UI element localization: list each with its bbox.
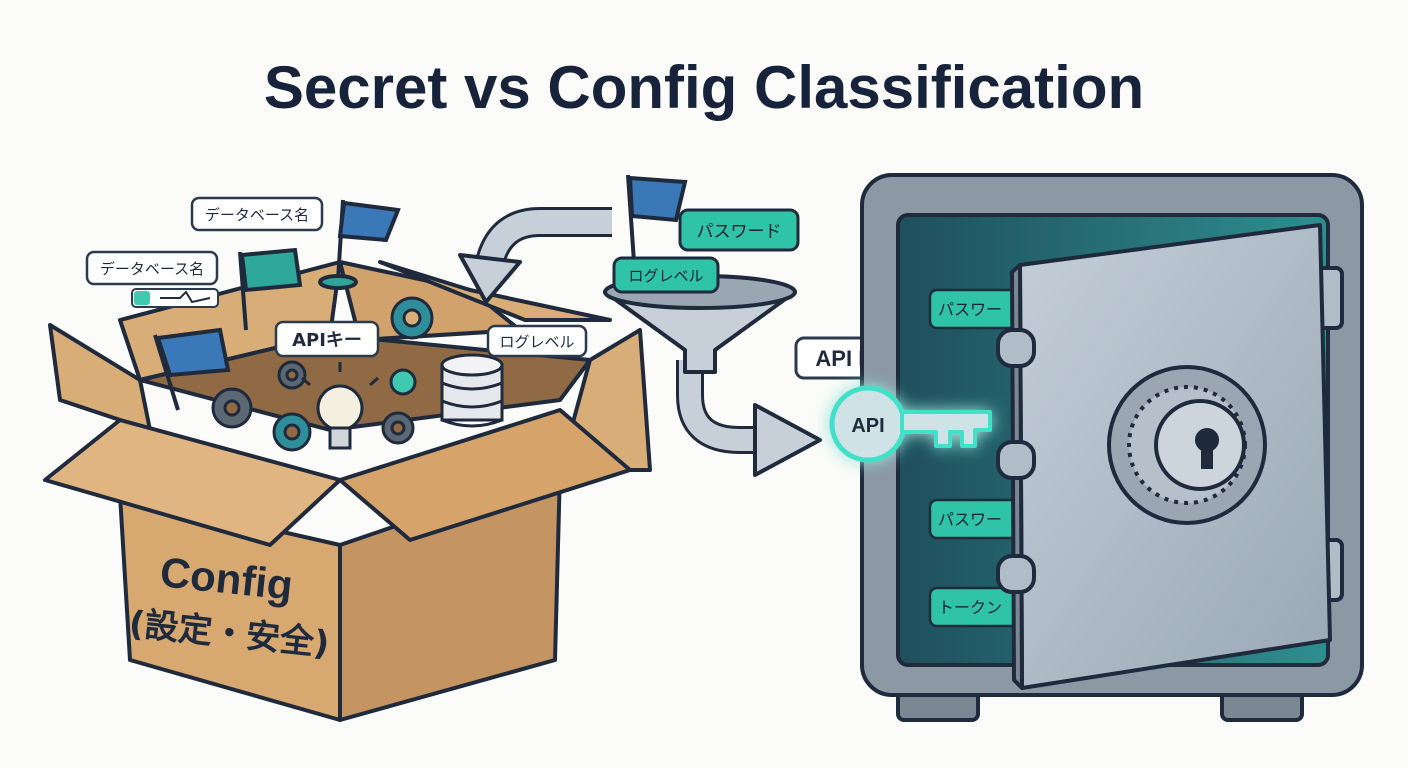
tag-database-name-left: データベース名 bbox=[85, 250, 219, 286]
tag-log-level: ログレベル bbox=[486, 324, 588, 358]
api-key-label: API bbox=[851, 415, 884, 437]
gear-icon bbox=[272, 412, 312, 452]
tag-api-key-jp: APIキー bbox=[274, 320, 380, 358]
svg-text:データベース名: データベース名 bbox=[100, 260, 204, 278]
funnel-tag-password: パスワード bbox=[678, 208, 800, 252]
flag-icon bbox=[318, 199, 401, 290]
svg-text:ログレベル: ログレベル bbox=[499, 333, 574, 351]
svg-text:ログレベル: ログレベル bbox=[628, 267, 703, 285]
flag-icon bbox=[238, 247, 303, 331]
flag-icon bbox=[626, 174, 688, 263]
box-contents bbox=[153, 199, 504, 452]
funnel-tag-log-level: ログレベル bbox=[612, 256, 720, 294]
svg-text:パスワード: パスワード bbox=[697, 222, 782, 242]
idea-icon bbox=[389, 368, 417, 396]
combination-dial-icon bbox=[1107, 365, 1267, 525]
safe-tag-password-2: パスワー bbox=[928, 498, 1022, 540]
gear-icon bbox=[390, 296, 434, 340]
svg-text:パスワー: パスワー bbox=[938, 510, 1002, 529]
flag-icon bbox=[153, 327, 231, 411]
svg-text:トークン: トークン bbox=[938, 598, 1002, 617]
diagram-title: Secret vs Config Classification bbox=[264, 54, 1144, 121]
safe-tag-password-1: パスワー bbox=[928, 288, 1022, 330]
safe-tag-token: トークン bbox=[928, 586, 1022, 628]
tag-database-name-top: データベース名 bbox=[190, 196, 324, 232]
gear-icon bbox=[381, 411, 415, 445]
toggle-switch bbox=[131, 288, 219, 308]
svg-text:データベース名: データベース名 bbox=[205, 206, 309, 224]
gear-icon bbox=[277, 360, 307, 390]
funnel-icon bbox=[603, 274, 822, 477]
database-icon bbox=[440, 353, 504, 428]
svg-text:パスワー: パスワー bbox=[938, 300, 1002, 319]
svg-text:APIキー: APIキー bbox=[292, 330, 362, 351]
gear-icon bbox=[211, 387, 253, 429]
api-key-icon bbox=[829, 385, 992, 463]
lightbulb-icon bbox=[301, 362, 379, 450]
arrow-to-config bbox=[458, 207, 612, 304]
config-box bbox=[43, 260, 652, 722]
